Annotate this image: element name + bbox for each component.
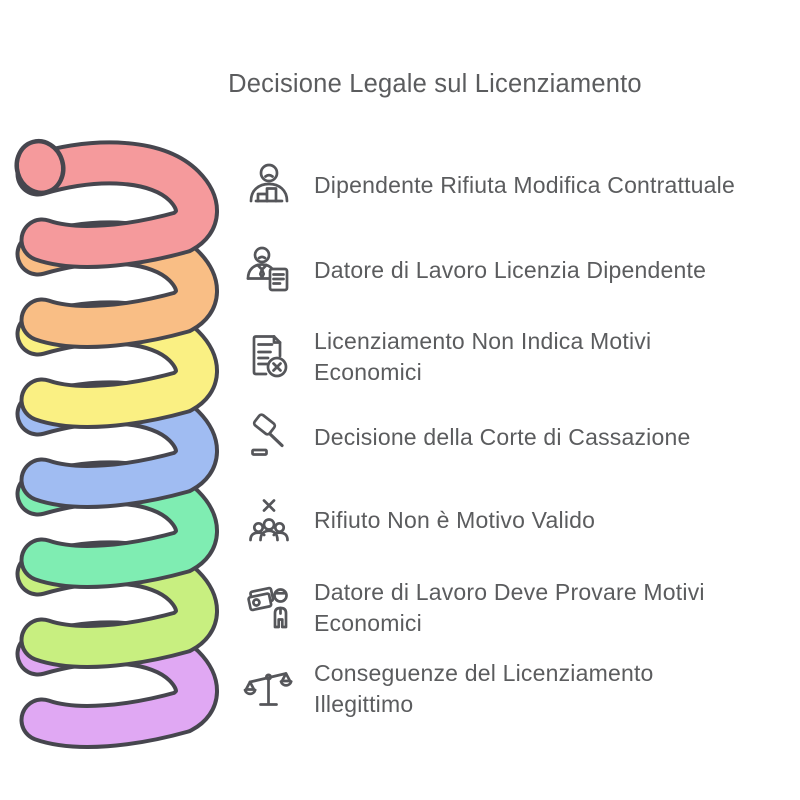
item-label: Rifiuto Non è Motivo Valido [314,507,596,534]
list-item: Conseguenze del Licenziamento Illegittim… [243,657,749,721]
group-rejected-icon [249,499,289,542]
list-item: Datore di Lavoro Deve Provare Motivi Eco… [243,576,749,640]
spiral-graphic [14,138,219,749]
page-title: Decisione Legale sul Licenziamento [228,70,642,98]
list-item: Rifiuto Non è Motivo Valido [243,495,595,547]
list-item: Dipendente Rifiuta Modifica Contrattuale [243,154,735,218]
employee-refuses-icon [249,163,289,203]
list-item: Licenziamento Non Indica Motivi Economic… [243,325,749,389]
list-item: Datore di Lavoro Licenzia Dipendente [243,245,706,297]
dismissal-letter-icon [252,335,288,378]
list-item: Decisione della Corte di Cassazione [243,412,690,464]
item-label: Datore di Lavoro Licenzia Dipendente [314,257,707,284]
item-label: Datore di Lavoro Deve Provare Motivi Eco… [314,578,705,637]
balance-scale-icon [243,672,293,706]
item-label: Conseguenze del Licenziamento Illegittim… [314,659,654,718]
money-person-icon [247,586,288,629]
gavel-icon [251,413,284,456]
item-label: Decisione della Corte di Cassazione [314,424,691,451]
item-label: Dipendente Rifiuta Modifica Contrattuale [314,172,735,199]
employer-dismisses-icon [246,246,289,292]
item-label: Licenziamento Non Indica Motivi Economic… [314,327,652,386]
